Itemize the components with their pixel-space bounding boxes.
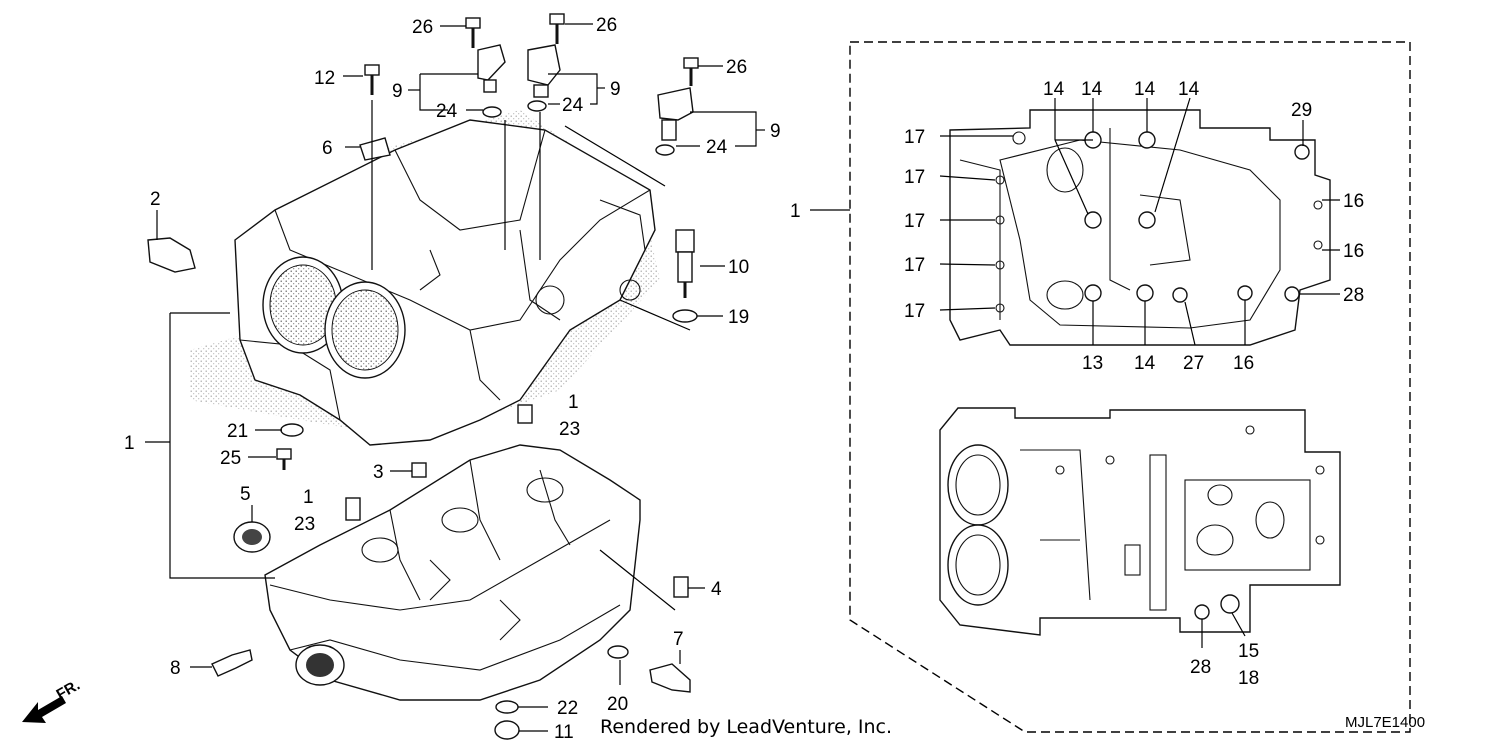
- callout-29: 29: [1291, 100, 1312, 121]
- callout-24: 24: [706, 137, 728, 158]
- callout-14: 14: [1178, 79, 1200, 100]
- front-direction-arrow-icon: FR.: [22, 677, 83, 723]
- callout-1: 1: [790, 201, 801, 222]
- callout-28: 28: [1343, 285, 1364, 306]
- diagram-code: MJL7E1400: [1345, 714, 1425, 731]
- inset-lower-view: [939, 407, 1341, 636]
- callout-7: 7: [673, 629, 684, 650]
- callout-28: 28: [1190, 657, 1211, 678]
- callout-12: 12: [314, 68, 335, 89]
- callout-17: 17: [904, 127, 925, 148]
- callout-14: 14: [1043, 79, 1065, 100]
- callout-4: 4: [711, 579, 722, 600]
- callout-14: 14: [1134, 353, 1156, 374]
- callout-27: 27: [1183, 353, 1204, 374]
- callout-11: 11: [554, 722, 574, 743]
- callout-17: 17: [904, 255, 925, 276]
- callout-1: 1: [124, 433, 135, 454]
- inset-leaders: [939, 97, 1340, 648]
- callout-18: 18: [1238, 668, 1259, 689]
- callout-17: 17: [904, 211, 925, 232]
- bolt-26-b: [549, 13, 565, 44]
- callout-1: 1: [568, 392, 579, 413]
- callout-16: 16: [1343, 241, 1364, 262]
- callout-17: 17: [904, 167, 925, 188]
- callout-13: 13: [1082, 353, 1103, 374]
- callout-17: 17: [904, 301, 925, 322]
- callout-2: 2: [150, 189, 161, 210]
- callout-21: 21: [227, 421, 248, 442]
- inset-frame: 1: [790, 41, 1411, 733]
- callout-22: 22: [557, 698, 578, 719]
- callout-24: 24: [562, 95, 584, 116]
- callout-10: 10: [728, 257, 749, 278]
- callout-14: 14: [1134, 79, 1156, 100]
- callout-25: 25: [220, 448, 241, 469]
- bolt-26-a: [465, 17, 481, 48]
- callout-14: 14: [1081, 79, 1103, 100]
- upper-crankcase: [190, 110, 660, 446]
- bolt-26-c: [683, 57, 699, 86]
- lower-crankcase: [264, 444, 641, 701]
- callout-9: 9: [610, 79, 621, 100]
- callout-26: 26: [412, 17, 433, 38]
- callout-26: 26: [596, 15, 617, 36]
- callout-9: 9: [770, 121, 781, 142]
- callout-16: 16: [1233, 353, 1254, 374]
- callout-6: 6: [322, 138, 333, 159]
- left-leaders: [145, 23, 765, 732]
- callout-9: 9: [392, 81, 403, 102]
- callout-3: 3: [373, 462, 384, 483]
- callout-20: 20: [607, 694, 628, 715]
- small-parts: [147, 13, 699, 740]
- callout-23: 23: [294, 514, 315, 535]
- callout-24: 24: [436, 101, 458, 122]
- callout-8: 8: [170, 658, 181, 679]
- callout-5: 5: [240, 484, 251, 505]
- callout-23: 23: [559, 419, 580, 440]
- callout-15: 15: [1238, 641, 1259, 662]
- left-callouts: 26 26 26 12 9 9 9 24 24 24 6 2 10 19 1 2…: [124, 15, 781, 743]
- callout-19: 19: [728, 307, 749, 328]
- credit-text: Rendered by LeadVenture, Inc.: [600, 716, 892, 738]
- callout-16: 16: [1343, 191, 1364, 212]
- inset-upper-view: [949, 109, 1331, 346]
- callout-26: 26: [726, 57, 747, 78]
- callout-1: 1: [303, 487, 314, 508]
- inset-callouts: 14 14 14 14 29 17 17 17 17 17 16 16 28 1…: [904, 79, 1364, 689]
